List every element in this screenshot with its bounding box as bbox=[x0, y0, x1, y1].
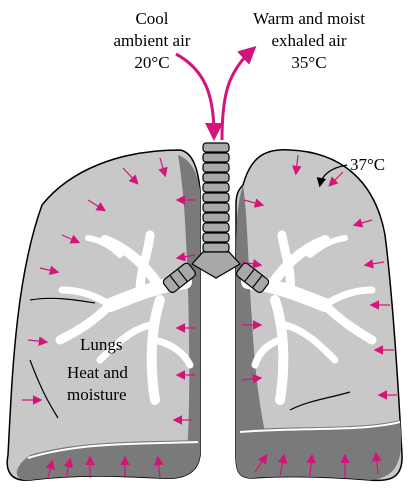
body-temperature-label: 37°C bbox=[350, 154, 385, 176]
trachea-ring bbox=[203, 143, 229, 152]
trachea-ring bbox=[203, 193, 229, 202]
trachea-ring bbox=[203, 203, 229, 212]
inhaled-air-line-1: Cool bbox=[92, 8, 212, 30]
right-lung bbox=[236, 150, 402, 481]
trachea-ring bbox=[203, 233, 229, 242]
trachea-ring bbox=[203, 223, 229, 232]
heat-moisture-line-2: moisture bbox=[67, 384, 128, 406]
trachea-ring bbox=[203, 153, 229, 162]
trachea-ring bbox=[203, 163, 229, 172]
inhaled-air-label: Cool ambient air 20°C bbox=[92, 8, 212, 74]
exhaled-air-line-2: exhaled air bbox=[234, 30, 384, 52]
trachea-ring bbox=[203, 243, 229, 252]
inhaled-air-line-2: ambient air bbox=[92, 30, 212, 52]
trachea-ring bbox=[203, 213, 229, 222]
lungs-label: Lungs bbox=[80, 334, 123, 356]
heat-moisture-label: Heat and moisture bbox=[67, 362, 128, 406]
trachea-ring bbox=[203, 173, 229, 182]
heat-moisture-line-1: Heat and bbox=[67, 362, 128, 384]
exhaled-air-label: Warm and moist exhaled air 35°C bbox=[234, 8, 384, 74]
exhaled-air-line-1: Warm and moist bbox=[234, 8, 384, 30]
inhaled-air-temperature: 20°C bbox=[92, 52, 212, 74]
trachea-ring bbox=[203, 183, 229, 192]
exhaled-air-temperature: 35°C bbox=[234, 52, 384, 74]
